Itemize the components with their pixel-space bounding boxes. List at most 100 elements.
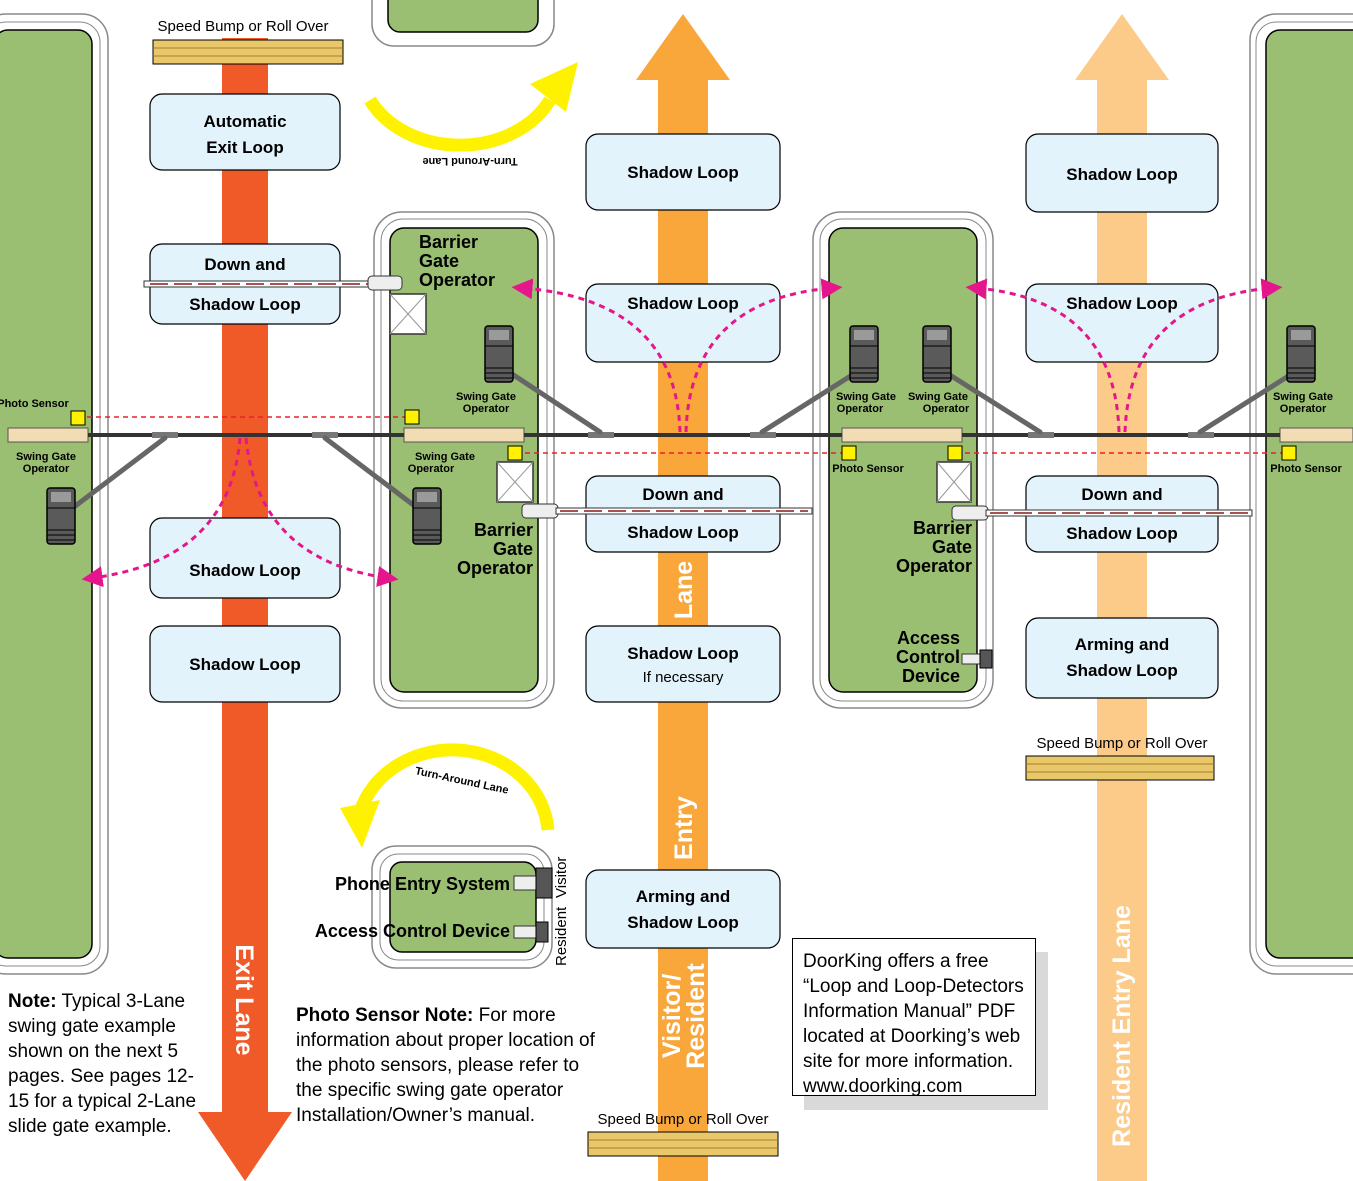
svg-text:Shadow Loop: Shadow Loop xyxy=(189,561,300,580)
left-note-heading: Note: xyxy=(8,991,57,1012)
svg-text:Swing Gate: Swing Gate xyxy=(908,391,968,403)
svg-text:Operator: Operator xyxy=(896,556,972,576)
svg-text:Operator: Operator xyxy=(837,403,884,415)
turn-around-arrow-bottom: Turn-Around Lane xyxy=(340,743,555,848)
svg-text:Down and: Down and xyxy=(642,485,723,504)
svg-text:Operator: Operator xyxy=(408,463,455,475)
svg-text:Swing Gate: Swing Gate xyxy=(1273,391,1333,403)
loop-resident-shadow-swing: Shadow Loop xyxy=(1025,283,1219,363)
loop-visitor-shadow-swing: Shadow Loop xyxy=(585,283,781,363)
speed-bump-top: Speed Bump or Roll Over xyxy=(152,18,344,65)
barrier-operator-resident xyxy=(936,461,972,503)
phone-entry-island xyxy=(371,845,553,969)
left-note: Note: Typical 3-Lane swing gate example … xyxy=(8,989,198,1139)
speed-bump-label-right: Speed Bump or Roll Over xyxy=(1037,735,1208,752)
speed-bump-label-bottom: Speed Bump or Roll Over xyxy=(598,1111,769,1128)
gate-posts xyxy=(7,427,1353,443)
svg-text:Shadow Loop: Shadow Loop xyxy=(627,523,738,542)
svg-text:Down and: Down and xyxy=(1081,485,1162,504)
turn-around-label-bottom: Turn-Around Lane xyxy=(414,765,510,797)
photo-sensor-icon xyxy=(507,445,523,461)
barrier-gate-operator-label: Barrier Gate Operator xyxy=(896,518,972,576)
swing-gate-operator-label: Swing Gate Operator xyxy=(836,391,896,415)
svg-text:Control: Control xyxy=(896,647,960,667)
svg-text:Barrier: Barrier xyxy=(419,232,478,252)
swing-gate-operator-label: Swing Gate Operator xyxy=(1273,391,1333,415)
swing-path-arcs xyxy=(81,278,1283,588)
turn-around-label-top: Turn-Around Lane xyxy=(422,155,517,167)
photo-sensor-icon xyxy=(1281,445,1297,461)
phone-entry-system: Phone Entry System Access Control Device… xyxy=(315,857,570,966)
swing-gate-operator-icon xyxy=(1286,325,1316,383)
doorking-info-text: DoorKing offers a free “Loop and Loop-De… xyxy=(803,951,1024,1097)
svg-text:Barrier: Barrier xyxy=(474,520,533,540)
photo-sensor-note-text: For more information about proper locati… xyxy=(296,1005,595,1126)
svg-text:Operator: Operator xyxy=(457,558,533,578)
svg-text:Arming and: Arming and xyxy=(636,887,730,906)
visitor-label: Visitor/ xyxy=(658,974,686,1058)
svg-text:Barrier: Barrier xyxy=(913,518,972,538)
doorking-info-box: DoorKing offers a free “Loop and Loop-De… xyxy=(792,938,1036,1097)
svg-text:Shadow Loop: Shadow Loop xyxy=(627,644,738,663)
loop-automatic-exit: Automatic Exit Loop xyxy=(149,93,341,171)
svg-text:Automatic: Automatic xyxy=(203,112,286,131)
svg-text:Swing Gate: Swing Gate xyxy=(415,451,475,463)
svg-text:Swing Gate: Swing Gate xyxy=(16,451,76,463)
entry-lane-word-lane: Lane xyxy=(670,561,698,619)
svg-text:Shadow Loop: Shadow Loop xyxy=(1066,294,1177,313)
svg-text:Operator: Operator xyxy=(23,463,70,475)
photo-sensor-icon xyxy=(947,445,963,461)
svg-text:If necessary: If necessary xyxy=(643,669,724,686)
svg-text:Gate: Gate xyxy=(932,537,972,557)
barrier-arm-exit xyxy=(143,275,403,291)
resident-label: Resident xyxy=(682,963,710,1069)
svg-text:Operator: Operator xyxy=(463,403,510,415)
swing-gate-operator-label: Swing Gate Operator xyxy=(908,391,970,415)
loop-visitor-arming: Arming and Shadow Loop xyxy=(585,869,781,949)
barrier-operator-exit xyxy=(389,293,427,335)
svg-text:Arming and: Arming and xyxy=(1075,635,1169,654)
top-center-island xyxy=(371,0,555,47)
access-control-device-label: Access Control Device xyxy=(896,628,960,686)
access-control-device-icon xyxy=(961,649,993,669)
visitor-small-label: Visitor xyxy=(553,857,570,898)
svg-text:Shadow Loop: Shadow Loop xyxy=(1066,661,1177,680)
resident-entry-lane-label: Resident Entry Lane xyxy=(1108,905,1136,1147)
svg-text:Swing Gate: Swing Gate xyxy=(456,391,516,403)
svg-text:Shadow Loop: Shadow Loop xyxy=(1066,165,1177,184)
swing-gate-operator-icon xyxy=(484,325,514,383)
barrier-gate-operator-label: Barrier Gate Operator xyxy=(457,520,533,578)
speed-bump-right: Speed Bump or Roll Over xyxy=(1025,735,1215,781)
photo-sensor-note-heading: Photo Sensor Note: xyxy=(296,1005,474,1026)
swing-gate-operator-label: Swing Gate Operator xyxy=(408,451,475,475)
svg-text:Shadow Loop: Shadow Loop xyxy=(627,163,738,182)
svg-text:Shadow Loop: Shadow Loop xyxy=(189,655,300,674)
speed-bump-bottom: Speed Bump or Roll Over xyxy=(587,1111,779,1157)
loop-resident-arming: Arming and Shadow Loop xyxy=(1025,617,1219,699)
access-control-icon xyxy=(513,925,537,939)
right-island xyxy=(1249,13,1353,975)
svg-text:Shadow Loop: Shadow Loop xyxy=(627,913,738,932)
photo-sensor-icon xyxy=(404,409,420,425)
exit-lane-label: Exit Lane xyxy=(230,944,258,1055)
loop-resident-shadow-top: Shadow Loop xyxy=(1025,133,1219,213)
svg-text:Shadow Loop: Shadow Loop xyxy=(1066,524,1177,543)
photo-sensor-icon xyxy=(70,410,86,426)
svg-text:Device: Device xyxy=(902,666,960,686)
entry-lane-word-entry: Entry xyxy=(670,796,698,860)
svg-text:Gate: Gate xyxy=(493,539,533,559)
svg-text:Operator: Operator xyxy=(923,403,970,415)
svg-text:Operator: Operator xyxy=(419,270,495,290)
svg-text:Exit Loop: Exit Loop xyxy=(206,138,283,157)
loop-exit-shadow-low: Shadow Loop xyxy=(149,625,341,703)
svg-text:Operator: Operator xyxy=(1280,403,1327,415)
swing-gate-operator-label: Swing Gate Operator xyxy=(16,451,76,475)
loop-exit-shadow-mid: Shadow Loop xyxy=(149,517,341,599)
swing-gate-operator-icon xyxy=(849,325,879,383)
photo-sensor-label: Photo Sensor xyxy=(1270,463,1342,475)
access-control-device-text: Access Control Device xyxy=(315,921,510,941)
swing-gates-closed xyxy=(88,432,1280,438)
swing-gate-operator-icon xyxy=(922,325,952,383)
svg-text:Shadow Loop: Shadow Loop xyxy=(627,294,738,313)
loop-visitor-shadow-top: Shadow Loop xyxy=(585,133,781,211)
